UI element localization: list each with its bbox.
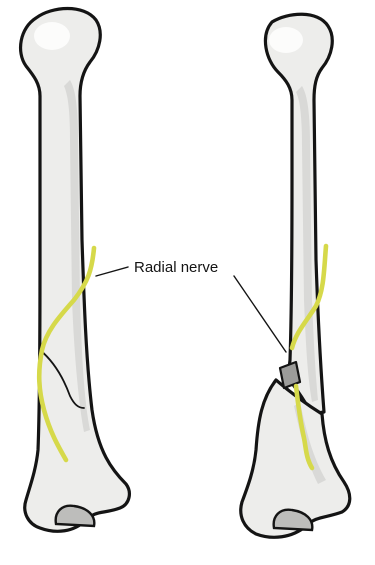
left-humeral-head-highlight	[34, 22, 70, 50]
radial-nerve-label: Radial nerve	[134, 259, 218, 276]
right-humerus	[241, 14, 350, 537]
leader-line-left	[96, 267, 128, 276]
radial-nerve-callout: Radial nerve	[96, 259, 286, 352]
left-humerus	[21, 9, 130, 532]
right-humeral-head-highlight	[269, 27, 303, 53]
right-humerus-proximal-fragment	[265, 14, 332, 414]
leader-line-right	[234, 276, 286, 352]
